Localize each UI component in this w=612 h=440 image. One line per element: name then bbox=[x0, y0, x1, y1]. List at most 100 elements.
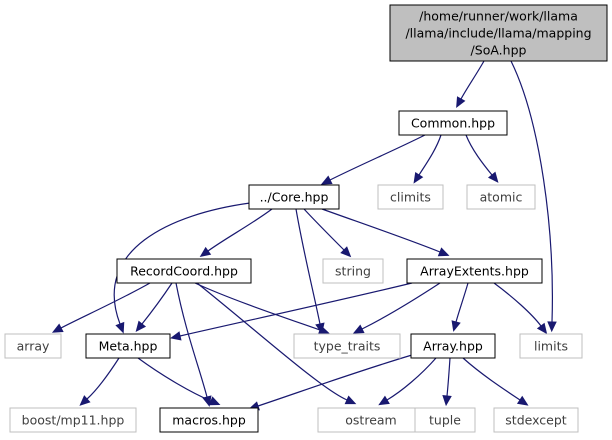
edge-recordcoord-to-array_std bbox=[51, 282, 151, 333]
edge-common-to-atomic bbox=[465, 134, 499, 183]
edge-meta-to-mp11 bbox=[79, 357, 120, 406]
node-box bbox=[466, 184, 536, 210]
node-array_hpp[interactable]: Array.hpp bbox=[410, 333, 496, 359]
edge-soa-to-limits bbox=[510, 60, 557, 333]
arrowhead bbox=[487, 171, 499, 183]
node-box bbox=[519, 333, 583, 359]
arrowhead bbox=[378, 395, 390, 406]
node-label: /llama/include/llama/mapping bbox=[405, 26, 591, 41]
edge-line bbox=[196, 282, 348, 401]
arrowhead bbox=[413, 172, 424, 184]
edge-line bbox=[361, 282, 441, 330]
node-label: limits bbox=[534, 339, 568, 354]
edge-recordcoord-to-ostream bbox=[196, 282, 357, 405]
node-label: Common.hpp bbox=[411, 116, 495, 131]
node-box bbox=[293, 333, 401, 359]
arrowhead bbox=[352, 324, 365, 334]
edge-common-to-core bbox=[320, 134, 426, 185]
edge-line bbox=[465, 134, 493, 176]
node-box bbox=[389, 4, 608, 62]
arrowhead bbox=[344, 395, 357, 405]
node-label: atomic bbox=[480, 190, 523, 205]
node-label: /SoA.hpp bbox=[471, 43, 527, 58]
node-label: Array.hpp bbox=[423, 339, 483, 354]
arrowhead bbox=[199, 246, 212, 257]
arrowhead bbox=[115, 321, 125, 334]
edge-recordcoord-to-type_traits bbox=[194, 282, 330, 335]
edge-recordcoord-to-macros bbox=[175, 282, 212, 407]
edge-core-to-type_traits bbox=[295, 208, 325, 335]
node-label: Meta.hpp bbox=[99, 339, 158, 354]
node-type_traits: type_traits bbox=[293, 333, 401, 359]
node-macros[interactable]: macros.hpp bbox=[159, 407, 259, 433]
node-box bbox=[493, 407, 579, 433]
edge-line bbox=[418, 134, 442, 176]
node-label: type_traits bbox=[314, 339, 381, 354]
node-meta[interactable]: Meta.hpp bbox=[85, 333, 171, 359]
arrowhead bbox=[442, 395, 452, 407]
arrowhead bbox=[208, 396, 221, 406]
edge-line bbox=[446, 357, 451, 397]
edge-line bbox=[303, 208, 345, 251]
edge-line bbox=[207, 208, 273, 252]
edge-soa-to-common bbox=[456, 60, 485, 108]
node-label: macros.hpp bbox=[172, 413, 246, 428]
nodes-layer: /home/runner/work/llama/llama/include/ll… bbox=[4, 4, 608, 433]
node-box bbox=[248, 184, 340, 210]
edge-common-to-climits bbox=[413, 134, 442, 184]
node-stdexcept: stdexcept bbox=[493, 407, 579, 433]
edge-arrayextents-to-meta bbox=[170, 282, 413, 341]
node-ostream: ostream bbox=[317, 407, 425, 433]
node-arrayextents[interactable]: ArrayExtents.hpp bbox=[406, 258, 543, 284]
node-label: stdexcept bbox=[505, 413, 566, 428]
edge-line bbox=[493, 282, 542, 327]
edge-line bbox=[510, 60, 553, 323]
edge-line bbox=[179, 282, 413, 337]
edge-array_hpp-to-tuple bbox=[442, 357, 452, 407]
edge-arrayextents-to-limits bbox=[493, 282, 548, 335]
arrowhead bbox=[320, 175, 333, 185]
edge-line bbox=[194, 282, 321, 331]
edge-line bbox=[329, 134, 426, 181]
edge-line bbox=[175, 282, 208, 398]
edge-arrayextents-to-array_hpp bbox=[451, 282, 469, 332]
node-label: boost/mp11.hpp bbox=[22, 413, 125, 428]
edge-arrayextents-to-type_traits bbox=[352, 282, 441, 334]
arrowhead bbox=[516, 395, 529, 406]
edge-line bbox=[321, 208, 441, 253]
node-label: climits bbox=[390, 190, 431, 205]
edge-line bbox=[460, 60, 485, 100]
edge-array_hpp-to-stdexcept bbox=[462, 357, 529, 406]
node-box bbox=[159, 407, 259, 433]
node-box bbox=[85, 333, 171, 359]
arrowhead bbox=[135, 320, 147, 332]
edge-line bbox=[141, 282, 173, 325]
arrowhead bbox=[456, 96, 466, 108]
node-core[interactable]: ../Core.hpp bbox=[248, 184, 340, 210]
node-box bbox=[414, 407, 476, 433]
arrowhead bbox=[317, 325, 330, 335]
node-limits: limits bbox=[519, 333, 583, 359]
edges-layer bbox=[51, 60, 557, 411]
edge-recordcoord-to-meta bbox=[135, 282, 173, 332]
node-recordcoord[interactable]: RecordCoord.hpp bbox=[116, 258, 252, 284]
node-label: /home/runner/work/llama bbox=[419, 9, 578, 24]
edge-line bbox=[86, 357, 120, 400]
arrowhead bbox=[536, 322, 548, 335]
node-box bbox=[9, 407, 137, 433]
arrowhead bbox=[51, 323, 64, 333]
edge-line bbox=[113, 202, 251, 325]
node-label: ostream bbox=[345, 413, 396, 428]
node-string: string bbox=[322, 258, 384, 284]
node-box bbox=[322, 258, 384, 284]
node-array_std: array bbox=[4, 333, 62, 359]
node-common[interactable]: Common.hpp bbox=[398, 110, 508, 136]
edge-line bbox=[257, 354, 413, 407]
edge-line bbox=[295, 208, 321, 325]
node-label: ArrayExtents.hpp bbox=[420, 264, 529, 279]
node-label: ../Core.hpp bbox=[260, 190, 329, 205]
node-soa[interactable]: /home/runner/work/llama/llama/include/ll… bbox=[389, 4, 608, 62]
node-tuple: tuple bbox=[414, 407, 476, 433]
edge-meta-to-macros bbox=[137, 357, 221, 406]
node-box bbox=[398, 110, 508, 136]
